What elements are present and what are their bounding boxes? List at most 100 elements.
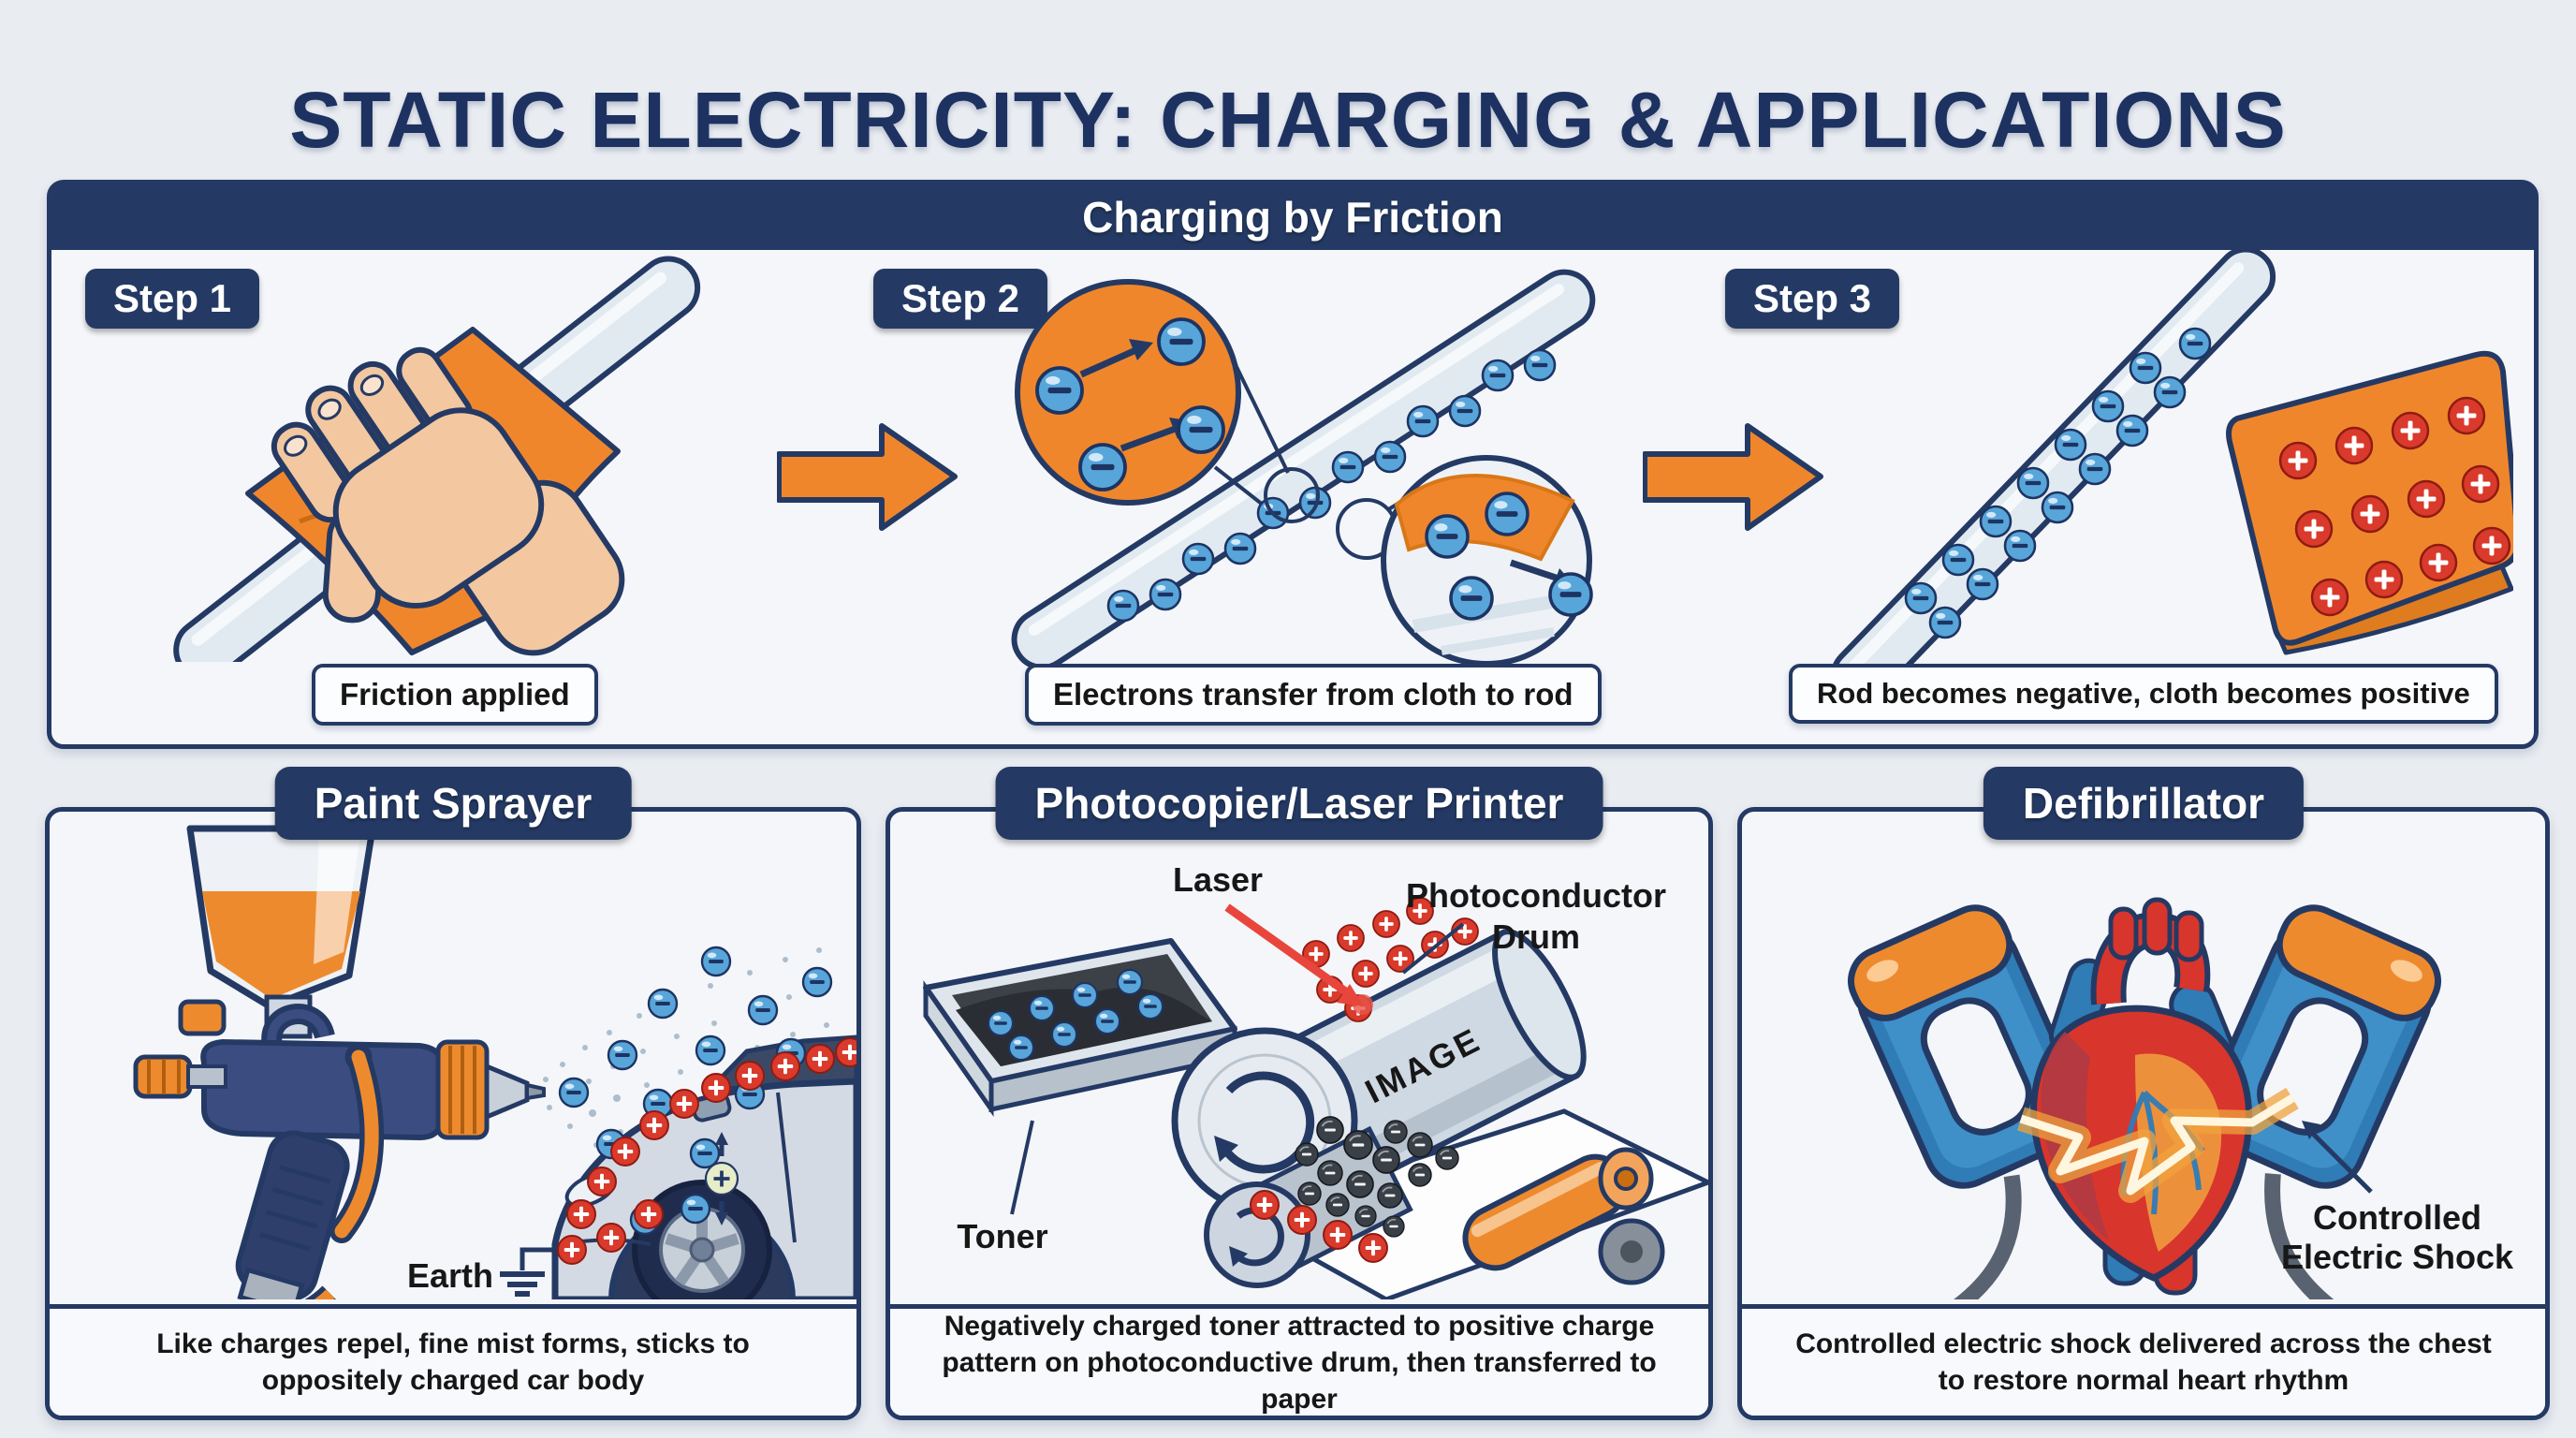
photocopier-illustration: IMAGE Laser Photoconductor Drum xyxy=(890,812,1708,1299)
electron xyxy=(1375,442,1405,472)
section-header: Charging by Friction xyxy=(51,184,2534,250)
mist-dot xyxy=(637,1013,642,1019)
mist-dot xyxy=(543,1077,549,1082)
positive-charge xyxy=(597,1224,625,1252)
toner-particle xyxy=(1355,1206,1376,1226)
toner-tray xyxy=(923,938,1237,1117)
positive-charge xyxy=(1353,961,1379,987)
electron xyxy=(1030,996,1054,1020)
electron xyxy=(1550,574,1591,615)
shock-label-line1: Controlled xyxy=(2313,1198,2481,1237)
positive-charge xyxy=(2352,496,2388,532)
positive-charge xyxy=(2312,580,2348,615)
positive-charge xyxy=(588,1167,616,1196)
defibrillator-panel: Defibrillator xyxy=(1737,767,2550,1420)
panel-caption: Like charges repel, fine mist forms, sti… xyxy=(50,1304,856,1416)
electron xyxy=(1408,406,1438,436)
mist-dot xyxy=(547,1105,552,1110)
step-2-badge: Step 2 xyxy=(873,269,1048,329)
glass-rod xyxy=(1830,250,2276,667)
electron xyxy=(2180,329,2210,359)
positive-charge xyxy=(771,1052,799,1080)
positive-charge xyxy=(635,1200,663,1228)
mist-dot xyxy=(586,1078,592,1084)
electron xyxy=(1138,994,1163,1019)
electron xyxy=(749,996,777,1024)
panel-caption: Controlled electric shock delivered acro… xyxy=(1742,1304,2545,1416)
drum-label-line2: Drum xyxy=(1492,917,1580,956)
positive-cloth xyxy=(2226,350,2513,655)
electron xyxy=(803,968,831,996)
mist-dot xyxy=(613,1094,621,1102)
electron xyxy=(2155,377,2185,407)
lightning-bolt-icon xyxy=(2017,1087,2299,1203)
electron xyxy=(1037,368,1082,413)
positive-charge xyxy=(1373,911,1399,937)
toner-particle xyxy=(1298,1182,1321,1205)
toner-particle xyxy=(1295,1143,1318,1166)
panel-title: Photocopier/Laser Printer xyxy=(995,767,1603,840)
mist-dot xyxy=(824,1022,829,1028)
electron xyxy=(2130,353,2160,383)
electron xyxy=(1225,534,1255,564)
mist-dot xyxy=(674,1034,680,1039)
electron xyxy=(1183,544,1213,574)
electron xyxy=(1427,516,1468,557)
toner-particle xyxy=(1326,1194,1349,1216)
mist-dot xyxy=(567,1123,573,1129)
step3-illustration xyxy=(1830,250,2513,667)
step-2-caption: Electrons transfer from cloth to rod xyxy=(1025,664,1602,726)
toner-particle xyxy=(1347,1171,1373,1197)
positive-charge xyxy=(2336,428,2372,463)
electron xyxy=(1150,580,1180,609)
mist-dot xyxy=(678,1069,683,1075)
defibrillator-illustration: Controlled Electric Shock xyxy=(1742,812,2545,1299)
electron xyxy=(2080,454,2110,484)
electron xyxy=(1968,569,1998,599)
electron xyxy=(1943,545,1973,575)
positive-charge xyxy=(2474,528,2510,564)
laser-label: Laser xyxy=(1173,860,1263,899)
transfer-roller xyxy=(1462,1147,1665,1285)
gun-body xyxy=(200,1038,446,1141)
trigger xyxy=(334,1049,379,1239)
defib-paddle-right xyxy=(2203,904,2441,1299)
mist-dot xyxy=(783,957,788,962)
electron xyxy=(2093,391,2123,421)
toner-particle xyxy=(1383,1216,1404,1237)
electron xyxy=(1486,493,1528,535)
heart xyxy=(2030,897,2253,1296)
caption-text: Like charges repel, fine mist forms, sti… xyxy=(156,1328,750,1396)
drum-label-line1: Photoconductor xyxy=(1406,876,1666,915)
electron xyxy=(2117,416,2147,446)
mist-dot xyxy=(708,983,713,989)
electron xyxy=(608,1041,637,1069)
positive-charge xyxy=(2393,413,2428,448)
positive-charge xyxy=(2366,562,2402,597)
arrow-right-icon xyxy=(777,423,958,531)
rotation-arrow-icon xyxy=(1220,1071,1315,1174)
positive-charge xyxy=(1251,1191,1279,1219)
page-title: STATIC ELECTRICITY: CHARGING & APPLICATI… xyxy=(289,76,2287,165)
paint-sprayer-panel: Paint Sprayer xyxy=(45,767,861,1420)
charging-by-friction-section: Charging by Friction Step 1 Step 2 Step … xyxy=(47,180,2539,749)
positive-charge xyxy=(1359,1234,1387,1262)
positive-charge xyxy=(1324,1221,1352,1249)
electron xyxy=(1450,396,1480,426)
positive-charge xyxy=(836,1038,856,1066)
car xyxy=(551,1034,856,1299)
positive-charge xyxy=(2408,481,2444,517)
positive-charge xyxy=(1288,1206,1316,1234)
toner-particle xyxy=(1378,1183,1402,1208)
electron xyxy=(988,1011,1013,1035)
electron xyxy=(1159,319,1204,364)
positive-charge xyxy=(2463,466,2498,502)
positive-charge xyxy=(2449,398,2484,433)
electron xyxy=(560,1078,588,1107)
step1-illustration xyxy=(173,256,701,662)
electron xyxy=(1052,1022,1076,1047)
electron xyxy=(696,1036,724,1064)
photocopier-panel: Photocopier/Laser Printer xyxy=(886,767,1713,1420)
toner-particle xyxy=(1408,1133,1432,1157)
cloth-magnifier xyxy=(1015,279,1241,506)
